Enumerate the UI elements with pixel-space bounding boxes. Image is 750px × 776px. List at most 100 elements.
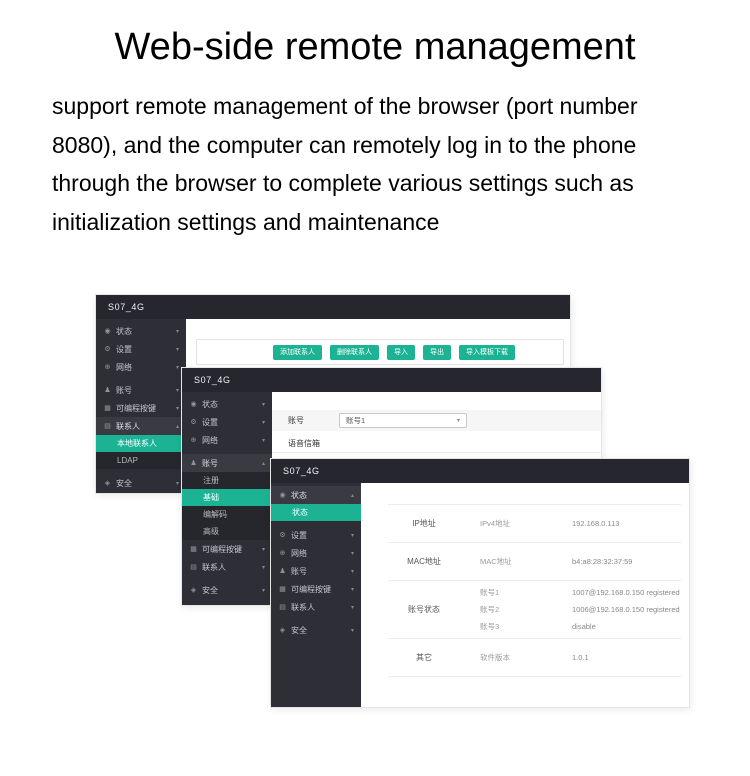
chevron-down-icon: ▾	[456, 418, 460, 424]
sidebar-item-account[interactable]: ♟ 账号 ▾	[271, 562, 361, 580]
chevron-down-icon: ▾	[175, 405, 179, 412]
user-icon: ♟	[104, 387, 111, 394]
status-page-content: IP地址 IPv4地址 192.168.0.113 MAC地址 MAC地址 b4…	[361, 483, 689, 707]
field-value: 1006@192.168.0.150 registered	[572, 605, 680, 614]
field-name: 软件版本	[480, 653, 510, 662]
chevron-down-icon: ▾	[175, 387, 179, 394]
sidebar-item-status[interactable]: ◉ 状态 ▾	[182, 395, 272, 413]
sidebar-item-label: 状态	[202, 399, 218, 409]
sidebar-item-status[interactable]: ◉ 状态 ▴	[271, 486, 361, 504]
sidebar-item-status[interactable]: ◉ 状态 ▾	[96, 322, 186, 340]
user-icon: ♟	[190, 460, 197, 467]
sidebar-subitem-label: LDAP	[117, 456, 138, 465]
sidebar-item-label: 安全	[116, 478, 132, 488]
delete-contact-button[interactable]: 删除联系人	[330, 344, 379, 360]
sidebar-item-network[interactable]: ⊕ 网络 ▾	[182, 431, 272, 449]
chevron-down-icon: ▾	[350, 532, 354, 539]
keypad-icon: ▦	[190, 546, 197, 553]
sidebar-item-programmable-keys[interactable]: ▦ 可编程按键 ▾	[182, 540, 272, 558]
sidebar-subitem-basic[interactable]: 基础	[182, 489, 272, 506]
sidebar-item-programmable-keys[interactable]: ▦ 可编程按键 ▾	[271, 580, 361, 598]
sidebar-item-security[interactable]: ◈ 安全 ▾	[271, 621, 361, 639]
contacts-icon: ▤	[190, 564, 197, 571]
sidebar-item-network[interactable]: ⊕ 网络 ▾	[271, 544, 361, 562]
voicemail-section-label: 语音信箱	[288, 439, 320, 448]
page-title: Web-side remote management	[114, 26, 636, 68]
sidebar-item-contacts[interactable]: ▤ 联系人 ▾	[182, 558, 272, 576]
chevron-down-icon: ▾	[261, 437, 265, 444]
sidebar-subitem-status[interactable]: 状态	[271, 504, 361, 521]
sidebar-item-label: 设置	[202, 417, 218, 427]
description-line: through the browser to complete various …	[52, 170, 634, 196]
remote-ui-window-status: S07_4G ◉ 状态 ▴ 状态 ⚙ 设置 ▾ ⊕ 网络 ▾ ♟	[270, 458, 690, 708]
sidebar-subitem-register[interactable]: 注册	[182, 472, 272, 489]
sidebar-item-contacts[interactable]: ▤ 联系人 ▾	[271, 598, 361, 616]
sidebar: ◉ 状态 ▴ 状态 ⚙ 设置 ▾ ⊕ 网络 ▾ ♟ 账号 ▾	[271, 483, 361, 707]
table-row: 账号状态 账号1 1007@192.168.0.150 registered 账…	[388, 581, 681, 639]
status-icon: ◉	[190, 401, 197, 408]
gear-icon: ⚙	[279, 532, 286, 539]
sidebar-item-label: 网络	[291, 548, 307, 558]
sidebar-item-settings[interactable]: ⚙ 设置 ▾	[96, 340, 186, 358]
add-contact-button[interactable]: 添加联系人	[273, 344, 322, 360]
chevron-down-icon: ▾	[350, 550, 354, 557]
sidebar-subitem-ldap[interactable]: LDAP	[96, 452, 186, 469]
chevron-down-icon: ▾	[350, 604, 354, 611]
keypad-icon: ▦	[279, 586, 286, 593]
sidebar-item-label: 设置	[116, 344, 132, 354]
chevron-down-icon: ▾	[350, 568, 354, 575]
row-category: MAC地址	[407, 557, 441, 566]
sidebar-item-security[interactable]: ◈ 安全 ▾	[96, 474, 186, 492]
sidebar-item-network[interactable]: ⊕ 网络 ▾	[96, 358, 186, 376]
field-value: b4:a8:28:32:37:59	[572, 557, 633, 566]
window-titlebar: S07_4G	[271, 459, 689, 483]
sidebar-item-security[interactable]: ◈ 安全 ▾	[182, 581, 272, 599]
chevron-down-icon: ▾	[175, 480, 179, 487]
shield-icon: ◈	[279, 627, 286, 634]
sidebar: ◉ 状态 ▾ ⚙ 设置 ▾ ⊕ 网络 ▾ ♟ 账号 ▾ ▦ 可编程按键	[96, 319, 186, 493]
shield-icon: ◈	[190, 587, 197, 594]
sidebar-item-label: 账号	[116, 385, 132, 395]
chevron-down-icon: ▾	[350, 586, 354, 593]
sidebar-subitem-label: 状态	[292, 508, 308, 517]
sidebar-item-label: 可编程按键	[202, 544, 242, 554]
sidebar-subitem-label: 编解码	[203, 510, 227, 519]
account-select[interactable]: 账号1 ▾	[339, 413, 467, 428]
account-select-row: 账号 账号1 ▾	[272, 410, 601, 431]
sidebar-item-programmable-keys[interactable]: ▦ 可编程按键 ▾	[96, 399, 186, 417]
import-template-download-button[interactable]: 导入模板下载	[459, 344, 515, 360]
network-icon: ⊕	[279, 550, 286, 557]
sidebar-item-account[interactable]: ♟ 账号 ▴	[182, 454, 272, 472]
sidebar: ◉ 状态 ▾ ⚙ 设置 ▾ ⊕ 网络 ▾ ♟ 账号 ▴ 注册	[182, 392, 272, 605]
chevron-down-icon: ▾	[175, 346, 179, 353]
sidebar-item-settings[interactable]: ⚙ 设置 ▾	[271, 526, 361, 544]
sidebar-item-label: 状态	[291, 490, 307, 500]
sidebar-item-label: 可编程按键	[291, 584, 331, 594]
sidebar-subitem-advanced[interactable]: 高级	[182, 523, 272, 540]
field-value: 192.168.0.113	[572, 519, 620, 528]
chevron-down-icon: ▾	[261, 564, 265, 571]
sidebar-item-label: 设置	[291, 530, 307, 540]
sidebar-item-settings[interactable]: ⚙ 设置 ▾	[182, 413, 272, 431]
export-button[interactable]: 导出	[423, 344, 451, 360]
field-value: disable	[572, 622, 596, 631]
network-icon: ⊕	[190, 437, 197, 444]
window-title: S07_4G	[194, 375, 231, 385]
window-titlebar: S07_4G	[182, 368, 601, 392]
chevron-down-icon: ▾	[261, 587, 265, 594]
table-row: 其它 软件版本 1.0.1	[388, 639, 681, 677]
contacts-toolbar: 添加联系人 删除联系人 导入 导出 导入模板下载	[196, 339, 564, 365]
description-line: support remote management of the browser…	[52, 93, 638, 119]
chevron-down-icon: ▾	[261, 401, 265, 408]
sidebar-item-contacts[interactable]: ▤ 联系人 ▴	[96, 417, 186, 435]
sidebar-subitem-label: 基础	[203, 493, 219, 502]
import-button[interactable]: 导入	[387, 344, 415, 360]
description-line: 8080), and the computer can remotely log…	[52, 131, 637, 158]
row-category: IP地址	[412, 519, 436, 528]
section-divider	[272, 452, 601, 453]
field-name: 账号3	[480, 622, 500, 631]
sidebar-item-account[interactable]: ♟ 账号 ▾	[96, 381, 186, 399]
sidebar-item-label: 账号	[291, 566, 307, 576]
sidebar-subitem-codec[interactable]: 编解码	[182, 506, 272, 523]
sidebar-subitem-local-contacts[interactable]: 本地联系人	[96, 435, 186, 452]
